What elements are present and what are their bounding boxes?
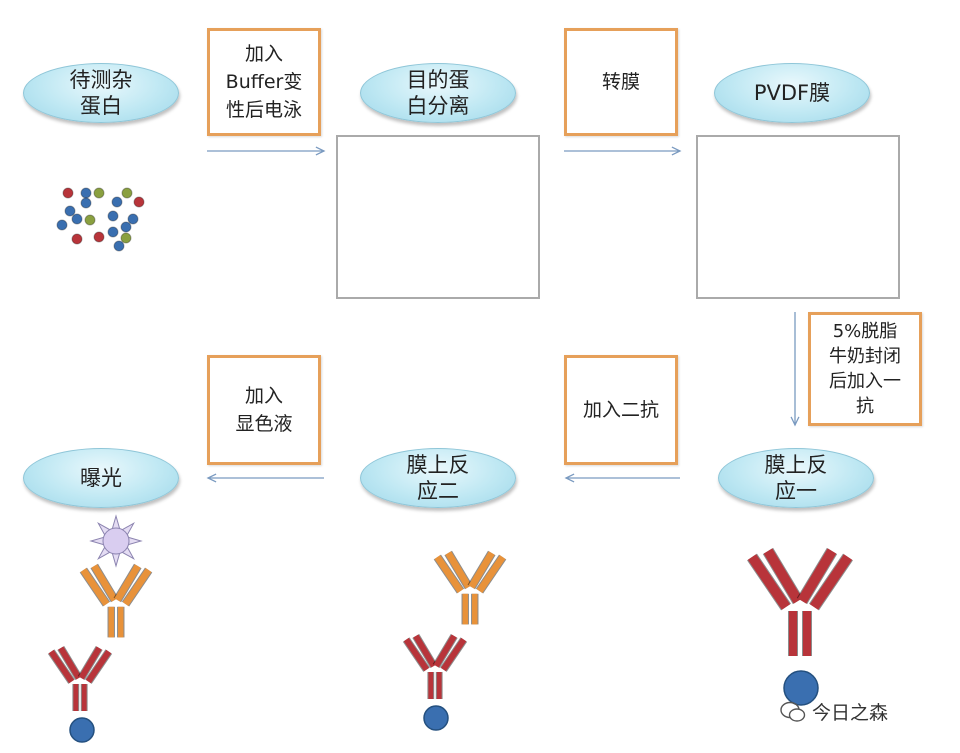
protein-dot	[133, 196, 145, 208]
step-sample: 待测杂 蛋白	[23, 63, 179, 123]
step-pvdf-label: PVDF膜	[753, 81, 831, 105]
arrow-to-reaction1-head	[790, 416, 800, 427]
protein-dot	[64, 205, 76, 217]
step-pvdf: PVDF膜	[714, 63, 870, 123]
protein-dot	[120, 221, 132, 233]
protein-dot	[113, 240, 125, 252]
secondary-antibody-arm	[122, 568, 152, 606]
protein-dot	[93, 187, 105, 199]
antigen	[783, 670, 819, 706]
primary-antibody-arm	[48, 649, 75, 684]
primary-antibody-arm	[797, 548, 837, 604]
action-electrophoresis: 加入 Buffer变 性后电泳	[207, 28, 321, 136]
secondary-antibody-arm	[476, 555, 506, 593]
protein-dot	[56, 219, 68, 231]
step-separation-label: 目的蛋 白分离	[406, 68, 470, 118]
primary-antibody-arm	[78, 646, 102, 680]
light-ray	[111, 552, 121, 568]
protein-dot	[107, 210, 119, 222]
protein-dot	[107, 226, 119, 238]
action-substrate: 加入 显色液	[207, 355, 321, 465]
arrow-to-exposure-head	[206, 473, 217, 483]
action-electrophoresis-label: 加入 Buffer变 性后电泳	[225, 43, 303, 121]
light-ray	[111, 514, 121, 530]
action-blocking: 5%脱脂 牛奶封闭 后加入一 抗	[808, 312, 922, 426]
protein-dot	[62, 187, 74, 199]
protein-dot	[121, 187, 133, 199]
light-ray	[127, 536, 143, 546]
step-exposure: 曝光	[23, 448, 179, 508]
arrow-to-separation-head	[315, 146, 326, 156]
primary-antibody-arm	[747, 554, 791, 610]
primary-antibody-arm	[763, 548, 803, 604]
step-reaction1-label: 膜上反 应一	[764, 453, 828, 503]
step-reaction1: 膜上反 应一	[718, 448, 874, 508]
action-secondary: 加入二抗	[564, 355, 678, 465]
action-blocking-label: 5%脱脂 牛奶封闭 后加入一 抗	[829, 321, 901, 417]
watermark-text: 今日之森	[812, 702, 889, 724]
primary-antibody-arm	[809, 554, 853, 610]
arrow-to-reaction2-head	[564, 473, 575, 483]
primary-antibody-arm	[433, 634, 457, 668]
light-signal-icon	[102, 527, 130, 555]
protein-dot	[80, 187, 92, 199]
action-substrate-label: 加入 显色液	[235, 385, 293, 435]
primary-antibody-arm	[85, 649, 112, 684]
protein-dot	[127, 213, 139, 225]
protein-dot	[71, 233, 83, 245]
action-transfer-label: 转膜	[601, 71, 640, 93]
secondary-antibody-arm	[114, 564, 141, 602]
action-transfer: 转膜	[564, 28, 678, 136]
step-separation: 目的蛋 白分离	[360, 63, 516, 123]
primary-antibody-arm	[58, 646, 82, 680]
protein-dot	[111, 196, 123, 208]
protein-dot	[120, 232, 132, 244]
protein-dot	[71, 213, 83, 225]
arrow-to-pvdf-head	[671, 146, 682, 156]
primary-antibody-arm	[403, 637, 430, 672]
secondary-antibody-arm	[445, 551, 472, 589]
wechat-icon	[780, 701, 806, 722]
light-ray	[89, 536, 105, 546]
pvdf-membrane	[696, 135, 900, 299]
secondary-antibody-arm	[468, 551, 495, 589]
primary-antibody-arm	[440, 637, 467, 672]
step-reaction2: 膜上反 应二	[360, 448, 516, 508]
secondary-antibody-arm	[91, 564, 118, 602]
watermark: 今日之森	[780, 698, 888, 725]
gel-separation	[336, 135, 540, 299]
step-reaction2-label: 膜上反 应二	[406, 453, 470, 503]
step-exposure-label: 曝光	[80, 466, 122, 490]
protein-dot	[80, 197, 92, 209]
antigen	[423, 705, 449, 731]
step-sample-label: 待测杂 蛋白	[69, 68, 133, 118]
action-secondary-label: 加入二抗	[582, 399, 659, 421]
primary-antibody-arm	[413, 634, 437, 668]
antigen	[69, 717, 95, 743]
secondary-antibody-arm	[434, 555, 464, 593]
protein-dot	[93, 231, 105, 243]
protein-dot	[84, 214, 96, 226]
secondary-antibody-arm	[80, 568, 110, 606]
